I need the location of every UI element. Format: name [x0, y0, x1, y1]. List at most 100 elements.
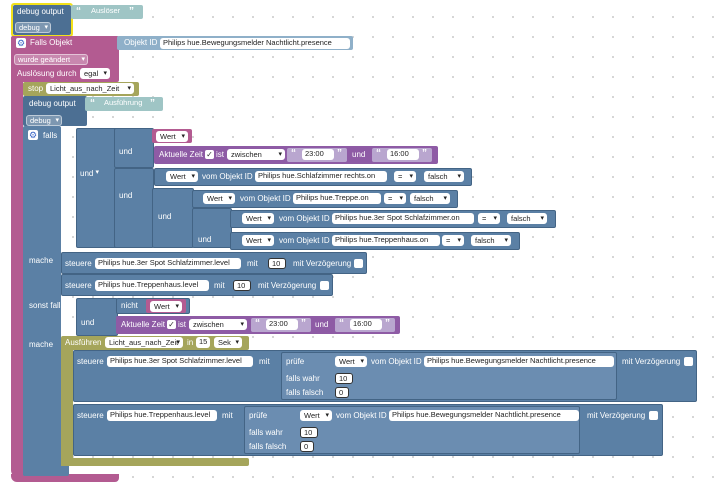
check-label: prüfe	[286, 357, 305, 366]
if-label: falls	[43, 131, 58, 140]
value-dropdown[interactable]: Wert	[242, 213, 274, 224]
timeout-timer-dropdown[interactable]: Licht_aus_nach_Zeit	[105, 337, 183, 348]
operator-dropdown[interactable]: =	[384, 193, 406, 204]
quote-icon: “	[291, 148, 296, 159]
check-label: prüfe	[249, 411, 268, 420]
time-label: Aktuelle Zeit	[121, 320, 166, 329]
control-target-field[interactable]: Philips hue.Treppenhaus.level	[107, 410, 217, 421]
delay-field[interactable]: 15	[196, 337, 210, 348]
trigger-header: Falls Objekt	[30, 38, 73, 47]
value-dropdown[interactable]: Wert	[150, 301, 182, 312]
value-dropdown[interactable]: Wert	[166, 171, 198, 182]
control-value-field[interactable]: 10	[268, 258, 286, 269]
trigger-condition-dropdown[interactable]: wurde geändert	[14, 54, 88, 65]
trigger-object-field[interactable]: Philips hue.Bewegungsmelder Nachtlicht.p…	[160, 38, 350, 49]
time-from-field[interactable]: 23:00	[266, 319, 298, 330]
debug-text-field[interactable]: Ausführung	[104, 98, 143, 107]
quote-icon: “	[339, 318, 344, 329]
value-dropdown[interactable]: Wert	[335, 356, 367, 367]
time-operator-dropdown[interactable]: zwischen	[189, 319, 247, 330]
object-id-label: vom Objekt ID	[371, 357, 422, 366]
quote-icon: “	[255, 318, 260, 329]
gear-icon[interactable]: ⚙	[16, 38, 26, 48]
gear-icon[interactable]: ⚙	[28, 130, 38, 140]
debug-label: debug output	[29, 99, 76, 108]
checkbox-icon[interactable]: ✓	[167, 320, 176, 329]
true-value-field[interactable]: 10	[300, 427, 318, 438]
time-label: Aktuelle Zeit	[159, 150, 204, 159]
object-id-label: Objekt ID	[124, 38, 158, 47]
ist-label: ist	[216, 150, 224, 159]
debug-level-dropdown[interactable]: debug	[15, 22, 51, 33]
and-block-4[interactable]	[192, 208, 232, 248]
object-field[interactable]: Philips hue.Bewegungsmelder Nachtlicht.p…	[389, 410, 579, 421]
object-field[interactable]: Philips hue.Treppe.on	[293, 193, 381, 204]
and-label: und	[315, 320, 329, 329]
false-dropdown[interactable]: falsch	[410, 193, 450, 204]
object-field[interactable]: Philips hue.Schlafzimmer rechts.on	[255, 171, 387, 182]
checkbox-icon[interactable]	[320, 281, 329, 290]
debug-level-dropdown[interactable]: debug	[26, 115, 62, 126]
checkbox-icon[interactable]	[354, 259, 363, 268]
operator-dropdown[interactable]: =	[442, 235, 464, 246]
true-label: falls wahr	[286, 374, 320, 383]
quote-icon: “	[90, 98, 95, 109]
time-operator-dropdown[interactable]: zwischen	[227, 149, 285, 160]
and-block-elseif[interactable]	[76, 298, 118, 336]
time-from-field[interactable]: 23:00	[302, 149, 334, 160]
control-target-field[interactable]: Philips hue.3er Spot Schlafzimmer.level	[95, 258, 241, 269]
quote-icon: ”	[129, 6, 134, 17]
control-value-field[interactable]: 10	[233, 280, 251, 291]
and-dropdown[interactable]	[79, 168, 101, 179]
value-dropdown[interactable]: Wert	[300, 410, 332, 421]
checkbox-icon[interactable]	[649, 411, 658, 420]
trigger-cause-dropdown[interactable]: egal	[80, 68, 110, 79]
false-dropdown[interactable]: falsch	[507, 213, 547, 224]
with-label: mit	[259, 357, 270, 366]
true-value-field[interactable]: 10	[335, 373, 353, 384]
object-field[interactable]: Philips hue.Treppenhaus.on	[332, 235, 440, 246]
if-block[interactable]	[23, 126, 61, 476]
object-field[interactable]: Philips hue.Bewegungsmelder Nachtlicht.p…	[424, 356, 614, 367]
debug-text-block[interactable]	[71, 5, 143, 19]
object-field[interactable]: Philips hue.3er Spot Schlafzimmer.on	[332, 213, 474, 224]
and-block-1[interactable]	[114, 128, 154, 168]
ist-label: ist	[178, 320, 186, 329]
and-block-2[interactable]	[114, 168, 154, 248]
object-id-label: vom Objekt ID	[240, 194, 291, 203]
trigger-block-spine	[11, 80, 23, 478]
quote-icon: ”	[422, 148, 427, 159]
stop-timer-dropdown[interactable]: Licht_aus_nach_Zeit	[46, 83, 134, 94]
debug-label: debug output	[17, 7, 64, 16]
checkbox-icon[interactable]	[684, 357, 693, 366]
control-label: steuere	[77, 357, 104, 366]
false-value-field[interactable]: 0	[335, 387, 349, 398]
time-to-field[interactable]: 16:00	[387, 149, 419, 160]
and-label: und	[119, 191, 133, 200]
true-label: falls wahr	[249, 428, 283, 437]
false-value-field[interactable]: 0	[300, 441, 314, 452]
checkbox-icon[interactable]: ✓	[205, 150, 214, 159]
value-dropdown[interactable]: Wert	[203, 193, 235, 204]
with-label: mit	[247, 259, 258, 268]
debug-text-field[interactable]: Auslöser	[91, 6, 121, 15]
false-label: falls falsch	[249, 442, 287, 451]
false-label: falls falsch	[286, 388, 324, 397]
false-dropdown[interactable]: falsch	[424, 171, 464, 182]
delay-label: mit Verzögerung	[587, 411, 646, 420]
value-dropdown[interactable]: Wert	[242, 235, 274, 246]
control-target-field[interactable]: Philips hue.Treppenhaus.level	[95, 280, 209, 291]
quote-icon: ”	[301, 318, 306, 329]
delay-label: mit Verzögerung	[622, 357, 681, 366]
and-label: und	[158, 212, 172, 221]
delay-unit-dropdown[interactable]: Sek	[214, 337, 242, 348]
value-dropdown[interactable]: Wert	[156, 131, 188, 142]
debug-text-block[interactable]	[85, 97, 163, 111]
delay-label: mit Verzögerung	[293, 259, 352, 268]
operator-dropdown[interactable]: =	[394, 171, 416, 182]
and-block-outer[interactable]	[76, 128, 118, 248]
operator-dropdown[interactable]: =	[478, 213, 500, 224]
time-to-field[interactable]: 16:00	[350, 319, 382, 330]
control-target-field[interactable]: Philips hue.3er Spot Schlafzimmer.level	[107, 356, 253, 367]
false-dropdown[interactable]: falsch	[471, 235, 511, 246]
